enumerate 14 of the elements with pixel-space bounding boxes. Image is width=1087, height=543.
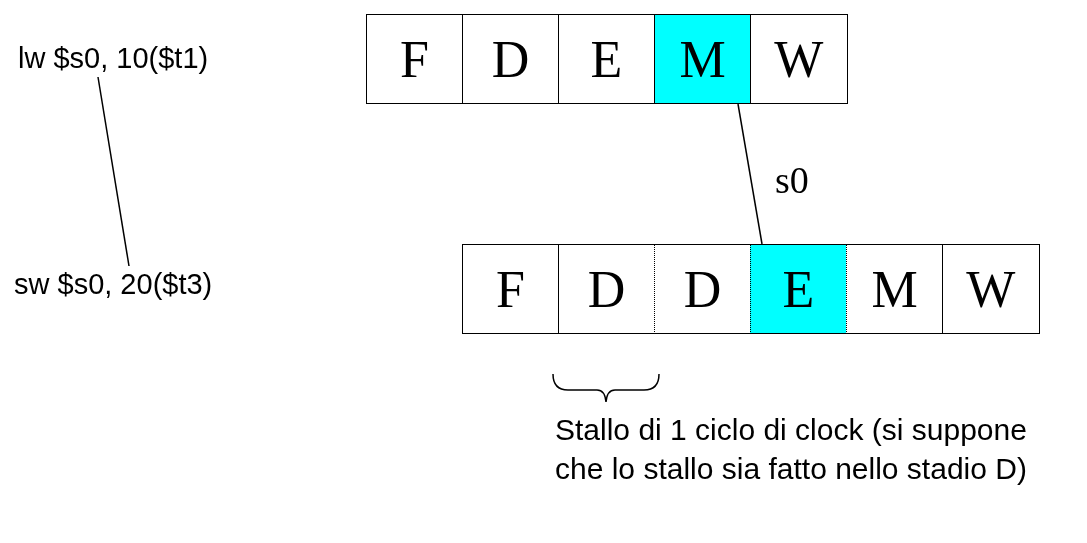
pipeline-stage: M bbox=[654, 14, 750, 104]
pipeline-stage: M bbox=[846, 244, 942, 334]
instruction-text: lw $s0, 10($t1) bbox=[18, 42, 209, 75]
pipeline-stage: D bbox=[558, 244, 654, 334]
note-text: Stallo di 1 ciclo di clock (si suppone che lo stallo sia fatto nello stadio D) bbox=[555, 412, 1028, 487]
connector-line bbox=[737, 103, 763, 245]
connector-line bbox=[97, 76, 130, 267]
pipeline-stage: D bbox=[462, 14, 558, 104]
pipeline-stage: F bbox=[462, 244, 558, 334]
pipeline-stage: E bbox=[750, 244, 846, 334]
pipeline-stage: F bbox=[366, 14, 462, 104]
pipeline-stage: W bbox=[942, 244, 1040, 334]
pipeline-stage: W bbox=[750, 14, 848, 104]
instruction-text: sw $s0, 20($t3) bbox=[14, 268, 213, 301]
